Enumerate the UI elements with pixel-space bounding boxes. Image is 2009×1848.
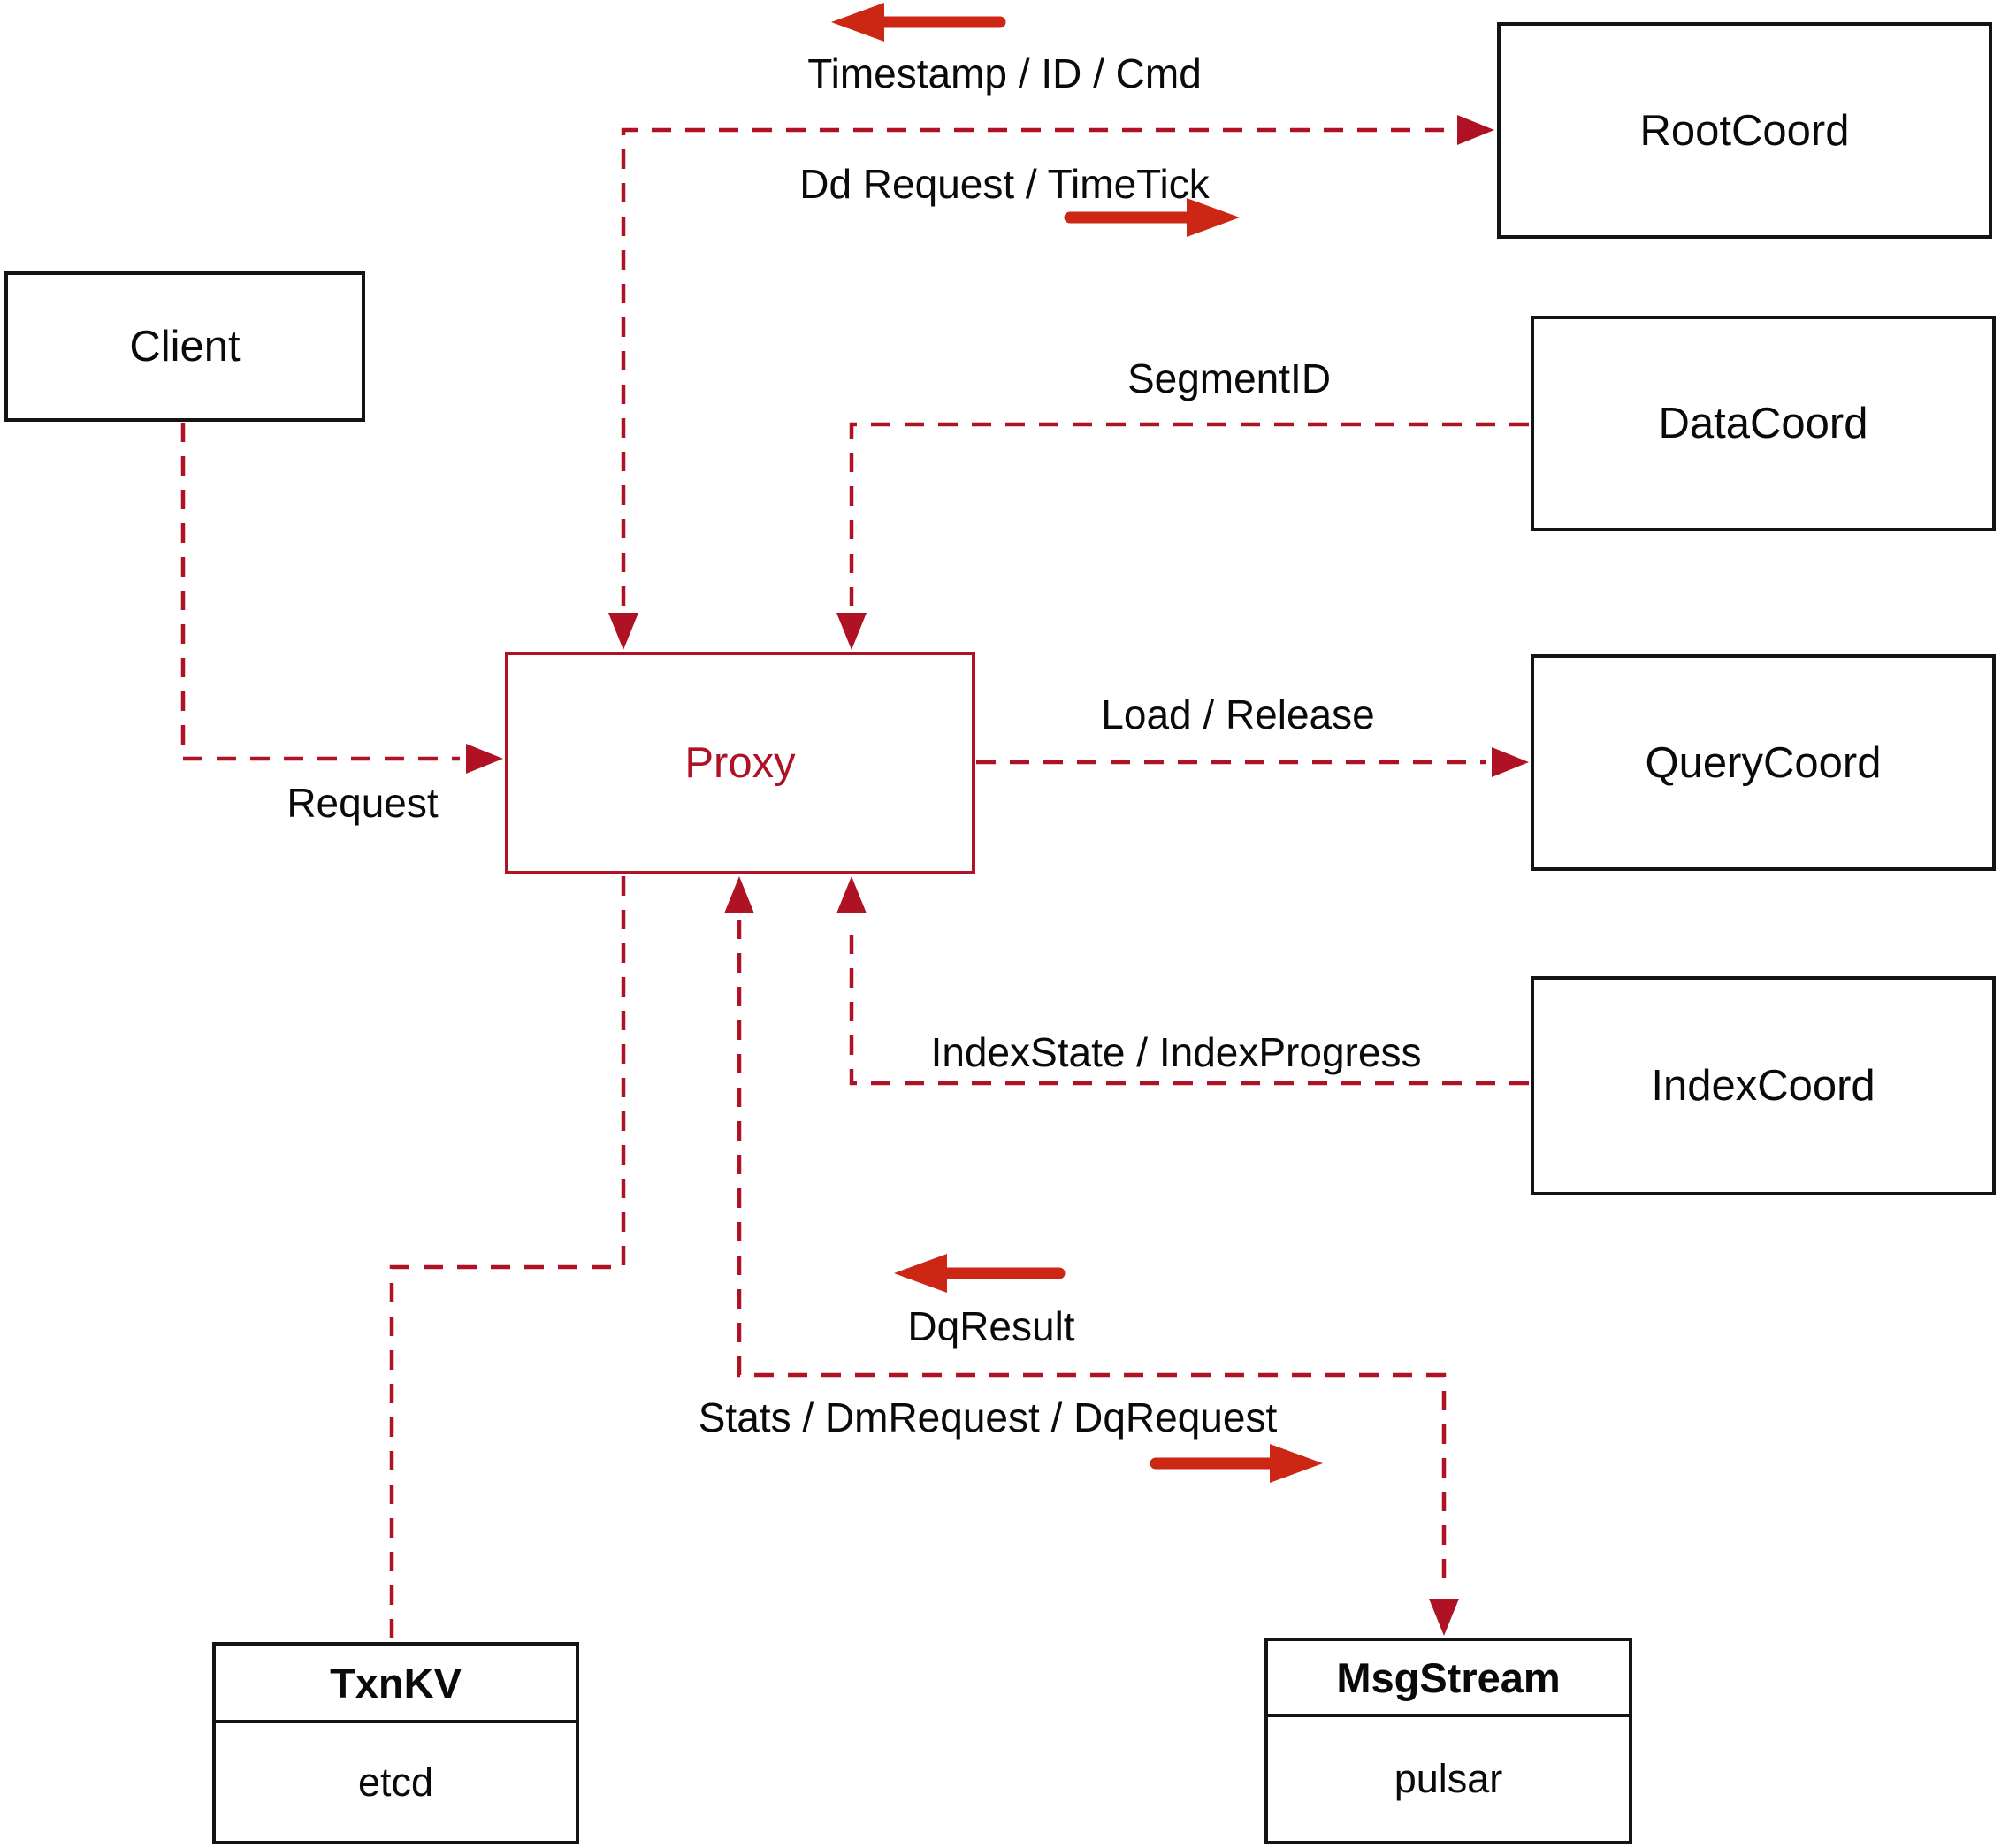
arrowhead-into-querycoord: [1492, 747, 1529, 777]
txnkv-title: TxnKV: [330, 1659, 462, 1707]
edge-indexcoord-to-proxy: [849, 920, 1529, 1086]
label-timestamp-id-cmd: Timestamp / ID / Cmd: [807, 50, 1202, 96]
indexcoord-label: IndexCoord: [1651, 1062, 1875, 1110]
node-datacoord: DataCoord: [1531, 316, 1996, 531]
label-dq-result: DqResult: [907, 1303, 1075, 1349]
client-label: Client: [129, 323, 241, 370]
msgstream-header: MsgStream: [1268, 1641, 1629, 1717]
edge-client-to-proxy: [180, 423, 460, 761]
arrowhead-into-proxy-left: [466, 744, 503, 774]
arrowhead-into-rootcoord: [1457, 115, 1494, 145]
label-dd-request-timetick: Dd Request / TimeTick: [799, 161, 1210, 207]
edge-proxy-txnkv: [389, 876, 626, 1640]
txnkv-header: TxnKV: [216, 1646, 576, 1723]
msgstream-body: pulsar: [1268, 1717, 1629, 1841]
proxy-label: Proxy: [684, 739, 796, 787]
arrowhead-into-proxy-bottom-right: [836, 876, 867, 913]
arrowhead-into-proxy-top-left: [608, 613, 638, 650]
node-txnkv: TxnKV etcd: [212, 1642, 579, 1844]
direction-arrows: [831, 3, 1323, 1483]
rootcoord-label: RootCoord: [1639, 106, 1850, 155]
querycoord-label: QueryCoord: [1645, 738, 1882, 787]
node-indexcoord: IndexCoord: [1531, 976, 1996, 1195]
label-load-release: Load / Release: [1101, 691, 1375, 737]
label-stats-dm-dq-request: Stats / DmRequest / DqRequest: [698, 1394, 1278, 1440]
node-client: Client: [4, 271, 365, 422]
node-rootcoord: RootCoord: [1497, 22, 1992, 239]
label-segment-id: SegmentID: [1127, 355, 1332, 401]
node-querycoord: QueryCoord: [1531, 654, 1996, 871]
txnkv-value: etcd: [357, 1759, 434, 1805]
datacoord-label: DataCoord: [1658, 400, 1868, 447]
arrowhead-into-msgstream: [1429, 1599, 1459, 1636]
msgstream-value: pulsar: [1394, 1756, 1503, 1801]
node-proxy: Proxy: [505, 652, 975, 874]
node-msgstream: MsgStream pulsar: [1264, 1638, 1632, 1844]
msgstream-title: MsgStream: [1336, 1653, 1561, 1701]
dqresult-direction-left-arrow: [894, 1254, 1066, 1293]
edge-proxy-msgstream: [737, 920, 1447, 1592]
label-index-state-progress: IndexState / IndexProgress: [930, 1029, 1422, 1075]
stats-direction-right-arrow: [1150, 1444, 1323, 1483]
label-request: Request: [286, 780, 439, 826]
edge-proxy-rootcoord: [621, 127, 1450, 606]
dd-request-direction-right-arrow: [1064, 198, 1240, 237]
arrowhead-into-proxy-top-right: [836, 613, 867, 650]
arrowhead-into-proxy-bottom-mid: [724, 876, 754, 913]
txnkv-body: etcd: [216, 1723, 576, 1841]
timestamp-direction-left-arrow: [831, 3, 1006, 42]
edge-datacoord-to-proxy: [849, 422, 1529, 606]
